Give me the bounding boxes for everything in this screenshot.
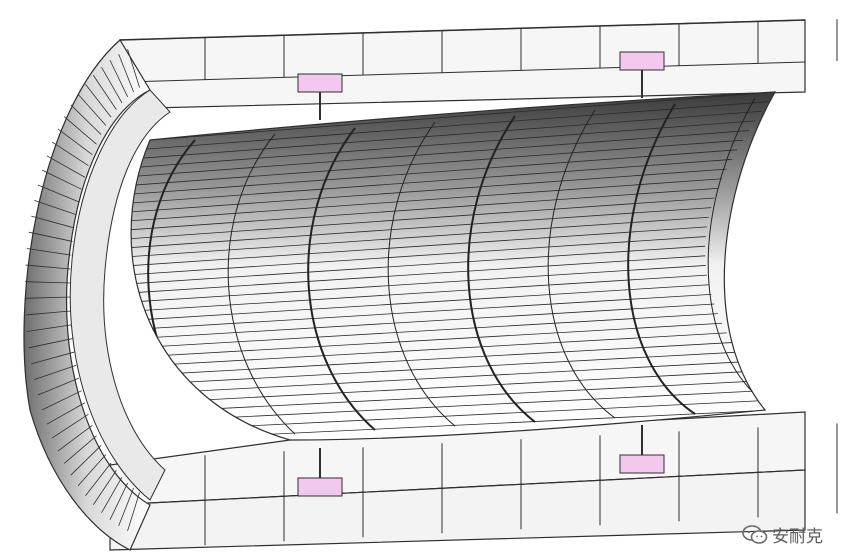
ring-segment-line [25,264,71,270]
brick-course-line [131,245,706,286]
brick-course-line [131,313,719,350]
ring-segment-line [41,390,82,411]
ring-segment-line [92,470,117,505]
ring-segment-line [34,199,77,216]
left-ring [23,39,171,551]
ring-segment-line [26,248,72,256]
ring-segment-line [28,338,73,349]
ring-segment-lines [25,48,140,532]
brick-course-line [149,92,775,141]
ring-segment-line [51,413,89,439]
watermark-text: 安耐克 [772,527,823,547]
ring-joint-line [707,97,775,411]
ring-segment-line [46,155,86,178]
ring-segment-line [57,128,93,156]
watermark: 安耐克 [742,522,823,547]
brick-course-line [131,226,708,268]
brick-course-line [131,303,715,341]
ring-segment-line [25,310,71,316]
ring-joint-line [547,109,616,419]
ring-segment-line [28,231,73,242]
wechat-icon [742,524,768,544]
brick-course-line [131,139,743,186]
brick-course-line [131,236,706,277]
ring-segment-line [51,141,89,167]
brick-course-line [131,274,707,314]
brick-course-line [131,361,743,395]
ring-segment-line [37,184,79,203]
ring-joint-line [467,115,536,423]
brick-course-line [141,390,762,423]
ring-segment-line [85,84,112,118]
ring-segment-line [127,48,140,88]
brick-course-line [131,149,738,195]
brick-course-line [131,342,732,377]
anchor-plate-bottom-left [297,477,343,497]
brick-course-line [133,130,750,177]
ring-segment-line [34,364,77,381]
ring-segment-line [26,324,72,332]
brick-course-line [131,178,723,223]
anchor-plate-bottom-right [619,454,665,474]
brick-course-line [131,284,709,323]
ring-segment-line [109,482,129,521]
inner-bore [130,91,777,441]
brick-course-line [131,293,712,332]
ring-segment-line [70,445,102,476]
ring-segment-line [63,116,97,145]
brick-course-line [131,159,732,205]
ring-segment-line [57,424,93,452]
ring-segment-line [25,296,71,299]
ring-joint-line [627,103,696,415]
ring-segment-line [109,59,129,98]
ring-joint-line [387,121,456,427]
anchor-plates [297,51,665,497]
brick-course-line [131,216,709,259]
top-shell [119,19,806,109]
ring-segment-line [127,492,140,532]
ring-segment-line [118,53,134,92]
ring-segment-line [77,454,107,487]
ring-segment-line [31,215,75,229]
brick-course-line [131,332,727,368]
anchor-plate-top-right [619,51,665,71]
brick-course-line [131,265,706,305]
ring-segment-line [101,476,123,514]
brick-course-line [131,255,706,295]
brick-course-line [145,101,769,150]
ring-segment-line [25,281,71,284]
ring-segment-line [46,402,86,425]
shell-brick-joints [204,19,838,546]
ring-joint-line [227,133,296,435]
ring-segment-line [41,169,82,190]
ring-segment-line [118,488,134,527]
ring-joint-line [307,127,376,431]
brick-course-line [131,351,738,386]
brick-course-line [131,197,715,241]
ring-segment-line [85,462,112,496]
ring-segment-line [70,104,102,135]
ring-segment-line [63,435,97,464]
brick-course-line [141,110,762,159]
brick-course-line [137,120,756,168]
ring-segment-line [37,377,79,396]
ring-segment-line [77,93,107,126]
brick-course-line [131,168,727,214]
ring-segment-line [31,351,75,365]
brick-course-line [131,322,723,359]
ring-segment-line [92,75,117,110]
ring-segment-line [101,66,123,104]
anchor-plate-top-left [297,73,343,93]
brick-course-line [131,207,712,250]
brick-course-line [137,380,756,414]
brick-course-line [131,187,719,232]
brick-course-line [133,371,750,405]
